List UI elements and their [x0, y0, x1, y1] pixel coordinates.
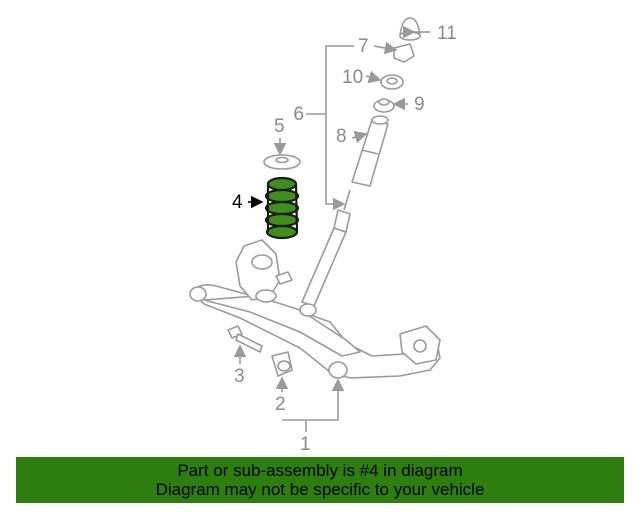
callout-1: 1	[300, 434, 311, 455]
upper-seat[interactable]	[373, 98, 395, 113]
callout-7: 7	[358, 36, 369, 57]
callout-11: 11	[437, 23, 457, 44]
callout-6: 6	[293, 104, 304, 125]
info-banner: Part or sub-assembly is #4 in diagram Di…	[16, 457, 624, 503]
callout-9: 9	[414, 94, 425, 115]
spring-seat[interactable]	[263, 154, 301, 170]
bump-stop[interactable]	[351, 115, 389, 187]
shock-absorber[interactable]	[299, 189, 351, 317]
mount-bracket[interactable]	[393, 43, 415, 63]
callout-4: 4	[232, 192, 243, 213]
callout-3: 3	[234, 366, 245, 387]
callout-2: 2	[275, 394, 286, 415]
bolt[interactable]	[227, 325, 263, 353]
callout-8: 8	[336, 126, 347, 147]
banner-line-2: Diagram may not be specific to your vehi…	[155, 480, 485, 499]
banner-line-1: Part or sub-assembly is #4 in diagram	[177, 461, 463, 480]
leader-lines	[233, 25, 430, 432]
insulator[interactable]	[380, 74, 404, 90]
coil-spring[interactable]	[264, 176, 300, 240]
axle-beam[interactable]	[189, 239, 441, 379]
callout-5: 5	[274, 116, 285, 137]
parts-diagram: 11 7 10 9 6 8 5 4 3 2 1	[189, 17, 457, 455]
callout-10: 10	[342, 67, 363, 88]
bushing[interactable]	[271, 351, 293, 377]
dust-cover[interactable]	[399, 17, 421, 41]
